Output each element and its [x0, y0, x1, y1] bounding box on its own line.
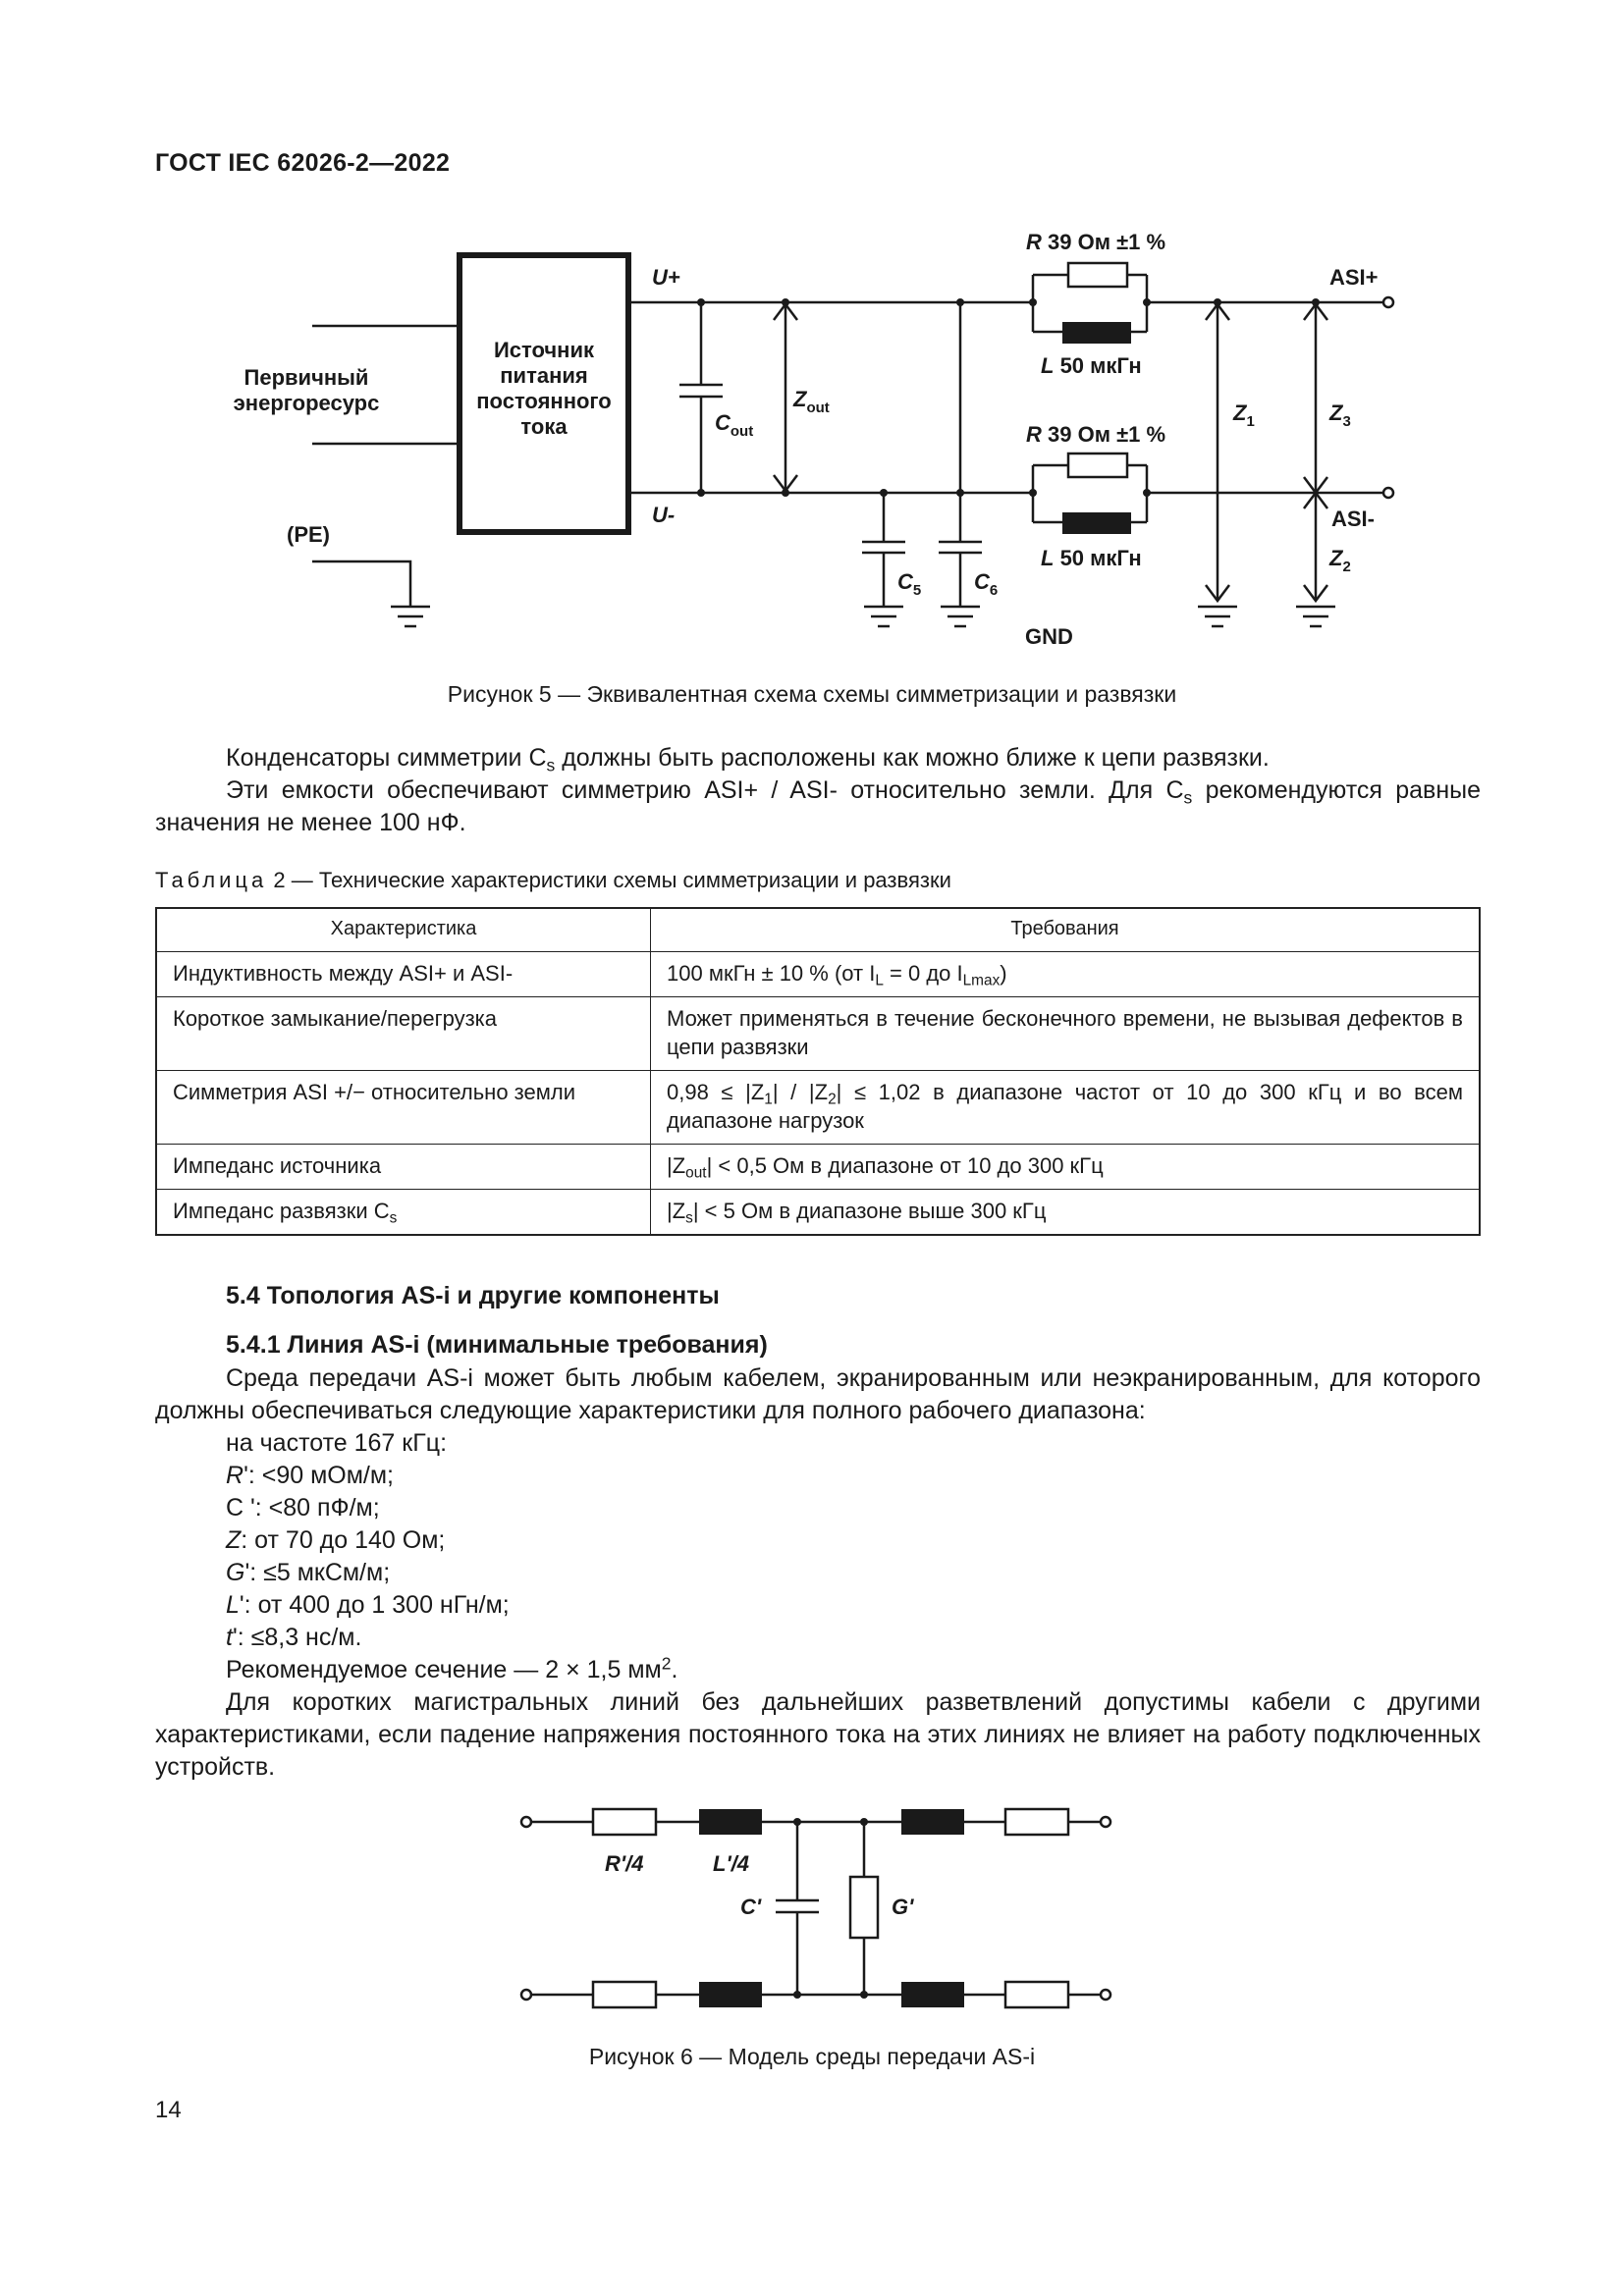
table2-caption: Таблица 2 — Технические характеристики с…	[155, 868, 951, 892]
l-quarter-label: L'/4	[713, 1851, 749, 1876]
section-5-4-title: 5.4 Топология AS-i и другие компоненты	[226, 1282, 720, 1309]
page-number: 14	[155, 2097, 182, 2123]
table-cell: 100 мкГн ± 10 % (от IL = 0 до ILmax)	[650, 951, 1481, 997]
table-row: Индуктивность между ASI+ и ASI- 100 мкГн…	[155, 951, 1481, 997]
z1-label: Z1	[1232, 400, 1255, 430]
c-prime-label: C'	[740, 1895, 762, 1919]
intro-paragraph: Среда передачи AS-i может быть любым каб…	[155, 1364, 1481, 1424]
table-cell: 0,98 ≤ |Z1| / |Z2| ≤ 1,02 в диапазоне ча…	[650, 1070, 1481, 1145]
zout-label: Zout	[792, 387, 830, 416]
u-minus-label: U-	[652, 503, 675, 527]
c5-label: C5	[897, 569, 921, 599]
primary-energy-label-2: энергоресурс	[234, 391, 380, 415]
gnd-label: GND	[1025, 624, 1073, 649]
table-cell: Может применяться в течение бесконечного…	[650, 996, 1481, 1071]
r-top-label: R 39 Ом ±1 %	[1026, 230, 1165, 254]
section-5-4-1-body: Среда передачи AS-i может быть любым каб…	[155, 1362, 1481, 1784]
asi-plus-label: ASI+	[1329, 265, 1379, 290]
table-row: Импеданс развязки Cs |Zs| < 5 Ом в диапа…	[155, 1189, 1481, 1236]
short-lines-paragraph: Для коротких магистральных линий без дал…	[155, 1688, 1481, 1781]
figure5-schematic: Первичный энергоресурс Источник питания …	[234, 230, 1395, 649]
psu-label-4: тока	[520, 414, 568, 439]
spec-t: t': ≤8,3 нс/м.	[226, 1624, 362, 1651]
psu-label-2: питания	[500, 363, 587, 388]
z2-label: Z2	[1328, 546, 1351, 575]
spec-z: Z: от 70 до 140 Ом;	[226, 1526, 446, 1554]
r-quarter-label: R'/4	[605, 1851, 643, 1876]
table-cell: Импеданс развязки Cs	[155, 1189, 651, 1236]
u-plus-label: U+	[652, 265, 680, 290]
cout-label: Cout	[715, 410, 753, 440]
table-header-row: Характеристика Требования	[155, 907, 1481, 952]
figure5-caption: Рисунок 5 — Эквивалентная схема схемы си…	[447, 681, 1177, 707]
pe-label: (PE)	[287, 522, 330, 547]
table-cell: Индуктивность между ASI+ и ASI-	[155, 951, 651, 997]
z3-label: Z3	[1328, 400, 1351, 430]
l-top-label: L 50 мкГн	[1041, 353, 1142, 378]
asi-minus-label: ASI-	[1331, 507, 1375, 531]
table-cell: Симметрия ASI +/− относительно земли	[155, 1070, 651, 1145]
r-bottom-label: R 39 Ом ±1 %	[1026, 422, 1165, 447]
recommended-section: Рекомендуемое сечение — 2 × 1,5 мм2.	[226, 1653, 678, 1684]
c6-label: C6	[974, 569, 998, 599]
spec-c: C ': <80 пФ/м;	[226, 1494, 380, 1522]
table-cell: Импеданс источника	[155, 1144, 651, 1190]
spec-l: L': от 400 до 1 300 нГн/м;	[226, 1591, 510, 1619]
table2: Характеристика Требования Индуктивность …	[155, 907, 1481, 1236]
freq-line: на частоте 167 кГц:	[226, 1429, 448, 1457]
table-row: Импеданс источника |Zout| < 0,5 Ом в диа…	[155, 1144, 1481, 1190]
figure6-caption: Рисунок 6 — Модель среды передачи AS-i	[588, 2044, 1036, 2069]
section-5-4-1-title: 5.4.1 Линия AS-i (минимальные требования…	[226, 1331, 768, 1359]
spec-r: R': <90 мОм/м;	[226, 1462, 394, 1489]
table-header-cell: Характеристика	[155, 907, 651, 952]
table-cell: Короткое замыкание/перегрузка	[155, 996, 651, 1071]
symmetry-paragraph: Конденсаторы симметрии Cs должны быть ра…	[155, 744, 1481, 836]
table-header-cell: Требования	[650, 907, 1481, 952]
primary-energy-label-1: Первичный	[244, 365, 369, 390]
table-row: Симметрия ASI +/− относительно земли 0,9…	[155, 1070, 1481, 1145]
g-prime-label: G'	[892, 1895, 914, 1919]
psu-label-3: постоянного	[476, 389, 611, 413]
psu-label-1: Источник	[494, 338, 595, 362]
figure6-schematic: R'/4 L'/4 C' G'	[519, 1807, 1112, 2009]
table-row: Короткое замыкание/перегрузка Может прим…	[155, 996, 1481, 1071]
table-cell: |Zs| < 5 Ом в диапазоне выше 300 кГц	[650, 1189, 1481, 1236]
document-header: ГОСТ IEC 62026-2—2022	[155, 149, 451, 177]
l-bottom-label: L 50 мкГн	[1041, 546, 1142, 570]
table-cell: |Zout| < 0,5 Ом в диапазоне от 10 до 300…	[650, 1144, 1481, 1190]
spec-g: G': ≤5 мкСм/м;	[226, 1559, 391, 1586]
